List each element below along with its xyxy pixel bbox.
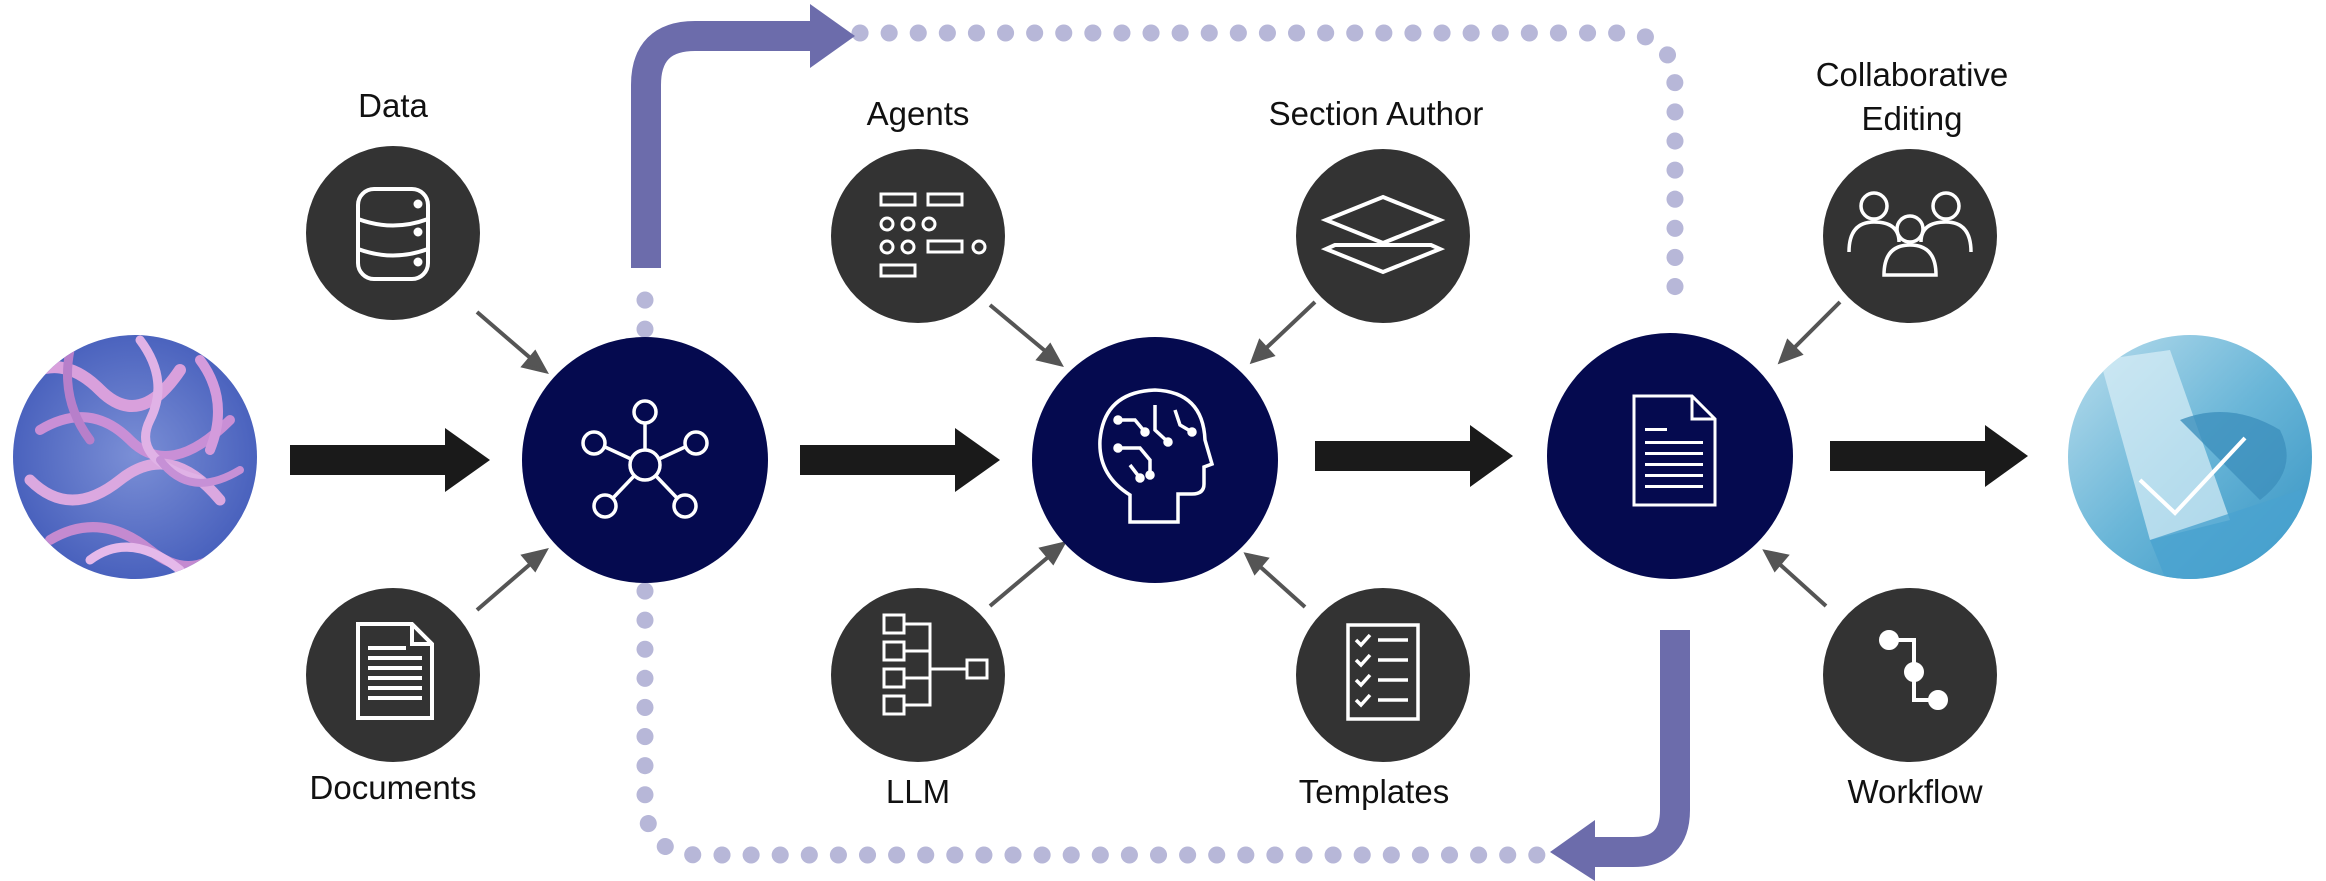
agents-node	[831, 149, 1005, 323]
connector-llm-to-brain	[988, 541, 1067, 608]
llm-node	[831, 588, 1005, 762]
loop-dotted-path	[636, 291, 1569, 864]
label-collaborative-editing: Collaborative Editing	[1815, 56, 2009, 137]
report-document-icon	[1632, 394, 1717, 507]
label-agents: Agents	[866, 95, 970, 132]
checklist-icon	[1346, 623, 1420, 721]
data-node	[306, 146, 480, 320]
microscopy-image	[13, 335, 257, 579]
workflow-node	[1823, 588, 1997, 762]
label-section-author: Section Author	[1268, 95, 1484, 132]
ai-node	[1032, 337, 1278, 583]
workflow-icon	[1879, 630, 1948, 710]
agent-grid-icon	[879, 192, 987, 278]
people-group-icon	[1847, 191, 1973, 277]
main-flow-arrows	[290, 425, 2028, 492]
loop-down-arrowhead	[1550, 820, 1595, 881]
loop-up-arrowhead	[810, 4, 855, 68]
connector-documents-to-hub	[475, 548, 549, 612]
hub-node	[522, 337, 768, 583]
label-llm: LLM	[885, 773, 951, 810]
collaborative-editing-node	[1823, 149, 1997, 323]
laptop-image	[2068, 335, 2312, 579]
label-data: Data	[358, 87, 428, 124]
connector-data-to-hub	[475, 310, 549, 374]
loop-up-arrow	[631, 21, 815, 268]
flow-arrow-1	[290, 428, 490, 492]
ai-brain-icon	[1098, 388, 1215, 524]
flow-arrow-4	[1830, 425, 2028, 487]
database-icon	[356, 187, 430, 281]
layers-icon	[1320, 194, 1446, 275]
section-author-node	[1296, 149, 1470, 323]
document-icon	[356, 622, 434, 720]
feedback-loop	[631, 4, 1690, 881]
flow-arrow-2	[800, 428, 1000, 492]
output-node	[1547, 333, 1793, 579]
connector-workflow-to-doc	[1762, 549, 1828, 608]
hierarchy-icon	[882, 613, 989, 716]
loop-dotted-path-top	[851, 24, 1684, 319]
connector-author-to-brain	[1249, 300, 1317, 365]
documents-node	[306, 588, 480, 762]
connector-arrows	[475, 300, 1842, 612]
label-documents: Documents	[309, 769, 477, 806]
label-workflow: Workflow	[1847, 773, 1983, 810]
connector-agents-to-brain	[988, 303, 1064, 367]
connector-collab-to-doc	[1777, 300, 1842, 365]
flow-arrow-3	[1315, 425, 1513, 487]
templates-node	[1296, 588, 1470, 762]
connector-templates-to-brain	[1243, 552, 1307, 609]
loop-down-arrow	[1590, 630, 1690, 867]
network-hub-icon	[581, 399, 709, 519]
label-templates: Templates	[1298, 773, 1450, 810]
